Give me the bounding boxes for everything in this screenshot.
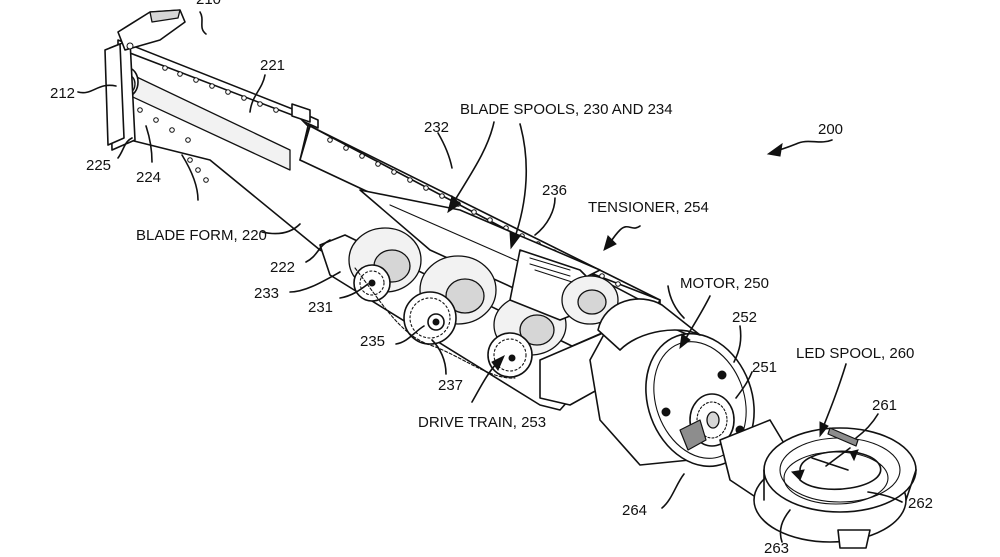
label-225: 225 (86, 157, 111, 174)
gear-237 (487, 332, 533, 378)
label-212: 212 (50, 85, 75, 102)
label-264: 264 (622, 502, 647, 519)
drive-train (319, 227, 616, 411)
label-drive-train: DRIVE TRAIN, 253 (418, 414, 546, 431)
label-236: 236 (542, 182, 567, 199)
label-blade-form: BLADE FORM, 220 (136, 227, 267, 244)
label-200: 200 (818, 121, 843, 138)
label-237: 237 (438, 377, 463, 394)
label-262: 262 (908, 495, 933, 512)
label-222: 222 (270, 259, 295, 276)
leader-lines (77, 11, 903, 543)
label-233: 233 (254, 285, 279, 302)
label-251: 251 (752, 359, 777, 376)
label-led-spool: LED SPOOL, 260 (796, 345, 914, 362)
label-221: 221 (260, 57, 285, 74)
label-231: 231 (308, 299, 333, 316)
label-tensioner: TENSIONER, 254 (588, 199, 709, 216)
label-motor: MOTOR, 250 (680, 275, 769, 292)
label-blade-spools: BLADE SPOOLS, 230 AND 234 (460, 101, 673, 118)
led-spool (719, 419, 917, 549)
label-235: 235 (360, 333, 385, 350)
gear-231 (353, 264, 391, 302)
label-224: 224 (136, 169, 161, 186)
label-232: 232 (424, 119, 449, 136)
tensioner-assembly (509, 249, 619, 325)
label-252: 252 (732, 309, 757, 326)
pointer-arrows (261, 121, 847, 438)
end-cap (104, 9, 186, 146)
label-261: 261 (872, 397, 897, 414)
label-263: 263 (764, 540, 789, 557)
label-210: 210 (196, 0, 221, 8)
motor (589, 298, 755, 468)
callout-labels: 210 212 221 225 224 BLADE FORM, 220 222 … (50, 0, 933, 557)
